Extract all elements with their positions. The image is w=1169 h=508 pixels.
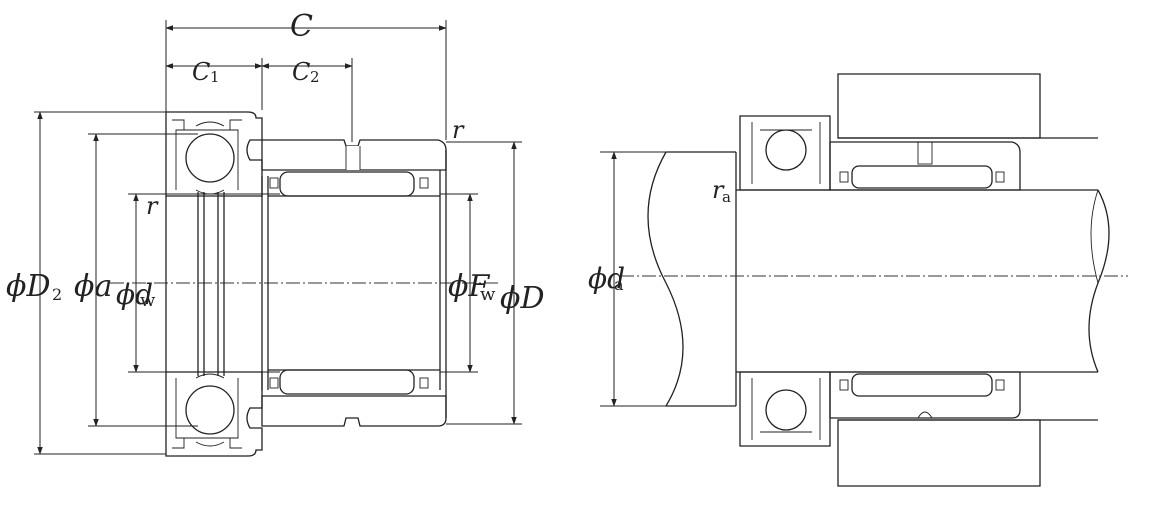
label-da-sub: a <box>614 275 624 294</box>
label-ra-sub: a <box>722 188 731 206</box>
label-dw: ϕd <box>116 278 153 311</box>
label-r-left: r <box>146 192 159 220</box>
needle-roller-top <box>279 171 415 197</box>
label-dw-sub: w <box>140 290 156 311</box>
label-Fw: ϕF <box>448 269 490 304</box>
bottom-ball-ring <box>165 371 263 457</box>
housing-bottom <box>837 419 1041 487</box>
label-ra: r <box>712 176 725 204</box>
housing-top <box>837 73 1041 139</box>
ball-bottom <box>185 385 235 435</box>
ball-top <box>185 133 235 183</box>
needle-roller-bottom <box>279 369 415 395</box>
mounted-assembly <box>620 73 1128 487</box>
label-C2-sub: 2 <box>310 68 320 86</box>
label-r-top: r <box>452 116 465 144</box>
top-ball-ring <box>165 111 263 197</box>
label-C1-sub: 1 <box>210 68 220 86</box>
bearing-section <box>110 111 500 457</box>
label-D2: ϕD <box>6 269 51 304</box>
dimensions-right <box>600 151 666 407</box>
label-D: ϕD <box>500 281 545 316</box>
outer-ring-bottom <box>261 395 447 427</box>
ball-right-top <box>765 129 807 171</box>
outer-ring-top <box>261 139 447 171</box>
label-Fw-sub: w <box>480 284 496 305</box>
label-a: ϕa <box>74 269 112 304</box>
label-C1: C <box>192 58 210 86</box>
label-C2: C <box>292 58 310 86</box>
label-C: C <box>290 9 313 44</box>
ball-right-bottom <box>765 389 807 431</box>
label-D2-sub: 2 <box>52 285 62 304</box>
dimensions-left <box>34 20 522 455</box>
label-da: ϕd <box>588 262 625 295</box>
